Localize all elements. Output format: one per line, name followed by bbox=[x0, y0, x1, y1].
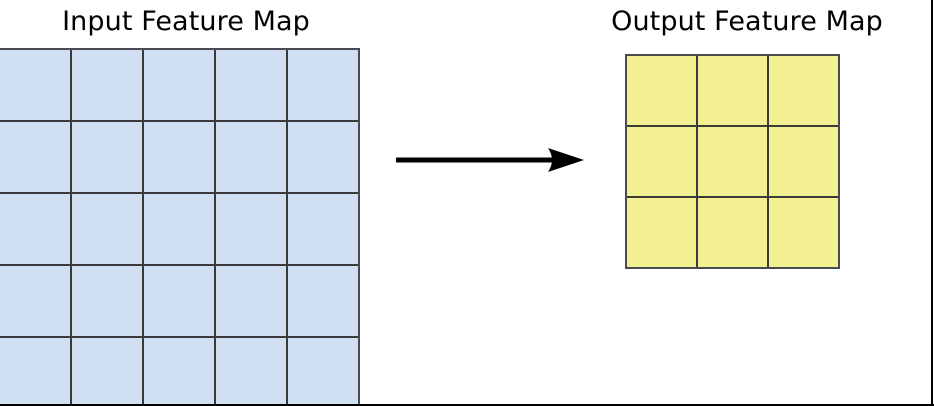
input-feature-map-grid bbox=[0, 48, 360, 406]
input-grid-cell bbox=[216, 50, 286, 120]
input-feature-map-title: Input Feature Map bbox=[62, 6, 310, 37]
figure-right-rule bbox=[931, 0, 933, 406]
input-grid-cell bbox=[72, 122, 142, 192]
input-grid-cell bbox=[72, 266, 142, 336]
input-grid-cell bbox=[0, 338, 70, 406]
input-grid-cell bbox=[216, 194, 286, 264]
input-grid-cell bbox=[144, 50, 214, 120]
input-grid-cell bbox=[216, 266, 286, 336]
output-grid-cell bbox=[698, 56, 767, 125]
input-grid-cell bbox=[144, 122, 214, 192]
output-grid-cell bbox=[769, 198, 838, 267]
output-grid-cell bbox=[769, 56, 838, 125]
input-grid-cell bbox=[216, 338, 286, 406]
input-grid-cell bbox=[72, 194, 142, 264]
input-grid-cell bbox=[288, 122, 358, 192]
output-grid-cell bbox=[769, 127, 838, 196]
output-grid-cell bbox=[627, 56, 696, 125]
output-grid-cell bbox=[698, 198, 767, 267]
input-grid-cell bbox=[144, 266, 214, 336]
input-grid-cell bbox=[0, 194, 70, 264]
input-grid-cell bbox=[144, 194, 214, 264]
output-feature-map-grid bbox=[625, 54, 840, 269]
input-grid-cell bbox=[288, 194, 358, 264]
output-grid-cell bbox=[627, 127, 696, 196]
input-grid-cell bbox=[72, 50, 142, 120]
input-grid-cell bbox=[288, 266, 358, 336]
output-grid-cell bbox=[627, 198, 696, 267]
input-grid-cell bbox=[144, 338, 214, 406]
output-feature-map-title: Output Feature Map bbox=[611, 6, 883, 37]
input-grid-cell bbox=[216, 122, 286, 192]
input-grid-cell bbox=[0, 50, 70, 120]
input-grid-cell bbox=[288, 50, 358, 120]
input-grid-cell bbox=[72, 338, 142, 406]
input-grid-cell bbox=[0, 266, 70, 336]
output-grid-cell bbox=[698, 127, 767, 196]
input-grid-cell bbox=[288, 338, 358, 406]
figure-bottom-rule bbox=[0, 404, 934, 406]
transform-arrow-icon bbox=[396, 148, 584, 172]
input-grid-cell bbox=[0, 122, 70, 192]
